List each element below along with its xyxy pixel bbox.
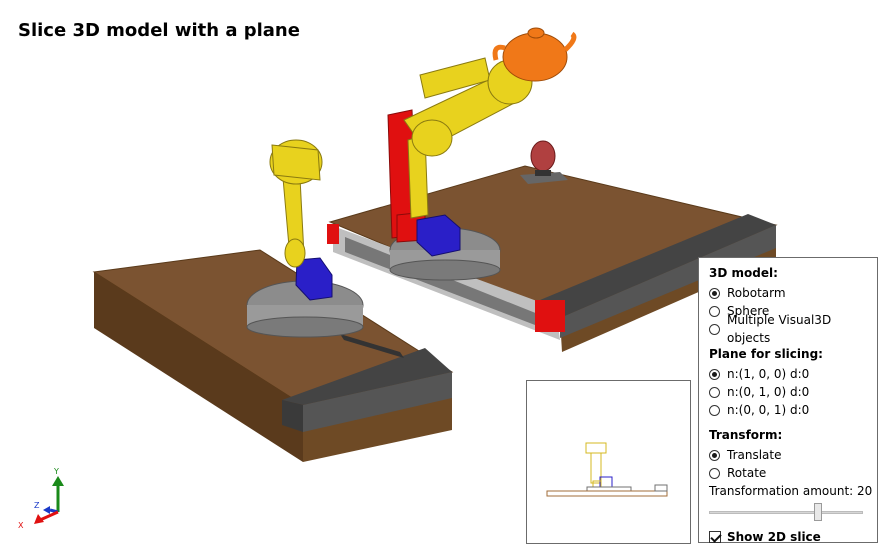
plane-option-y[interactable]: n:(0, 1, 0) d:0 (709, 383, 877, 401)
slice-2d-view (526, 380, 691, 544)
axis-gizmo: Y Z X (18, 467, 64, 530)
transform-option-label: Translate (727, 448, 782, 462)
page-title: Slice 3D model with a plane (18, 20, 300, 41)
model-option-label: Multiple Visual3D objects (727, 313, 832, 345)
show-2d-slice-option[interactable]: Show 2D slice (709, 528, 877, 546)
transform-radio-rotate[interactable] (709, 467, 720, 479)
transform-section-title: Transform: (709, 428, 783, 442)
plane-option-label: n:(0, 1, 0) d:0 (727, 385, 810, 399)
model-option-sphere[interactable]: Sphere (709, 302, 877, 320)
axis-z-label: Z (34, 501, 40, 510)
transform-option-label: Rotate (727, 466, 767, 480)
plane-radio-z[interactable] (709, 404, 720, 416)
plane-option-label: n:(0, 0, 1) d:0 (727, 403, 810, 417)
show-2d-slice-checkbox[interactable] (709, 531, 721, 543)
model-option-robotarm[interactable]: Robotarm (709, 284, 877, 302)
transform-radio-translate[interactable] (709, 449, 720, 461)
transform-option-translate[interactable]: Translate (709, 446, 877, 464)
show-2d-slice-label: Show 2D slice (727, 530, 821, 544)
plane-option-x[interactable]: n:(1, 0, 0) d:0 (709, 365, 877, 383)
model-radio-robotarm[interactable] (709, 287, 720, 299)
slider-thumb[interactable] (814, 503, 823, 521)
right-board (327, 165, 778, 352)
axis-y-label: Y (53, 467, 59, 476)
left-board (92, 249, 454, 462)
model-radio-sphere[interactable] (709, 305, 720, 317)
transformation-amount-label: Transformation amount: 20 (709, 484, 873, 498)
right-arm (387, 57, 533, 281)
slider-track[interactable] (709, 511, 863, 514)
sphere (530, 140, 556, 176)
model-option-label: Robotarm (727, 286, 786, 300)
plane-option-label: n:(1, 0, 0) d:0 (727, 367, 810, 381)
settings-panel: 3D model: Robotarm Sphere Multiple Visua… (698, 257, 878, 546)
axis-x-label: X (18, 521, 24, 530)
transform-option-rotate[interactable]: Rotate (709, 464, 877, 482)
plane-radio-x[interactable] (709, 368, 720, 380)
left-arm (246, 139, 364, 338)
model-section-title: 3D model: (709, 266, 778, 280)
plane-radio-y[interactable] (709, 386, 720, 398)
model-option-label: Sphere (727, 304, 770, 318)
transformation-amount-slider[interactable] (709, 502, 863, 522)
model-radio-multiple[interactable] (709, 323, 720, 335)
teapot (492, 27, 577, 82)
model-option-multiple[interactable]: Multiple Visual3D objects (709, 313, 877, 345)
plane-section-title: Plane for slicing: (709, 347, 823, 361)
plane-option-z[interactable]: n:(0, 0, 1) d:0 (709, 401, 877, 419)
